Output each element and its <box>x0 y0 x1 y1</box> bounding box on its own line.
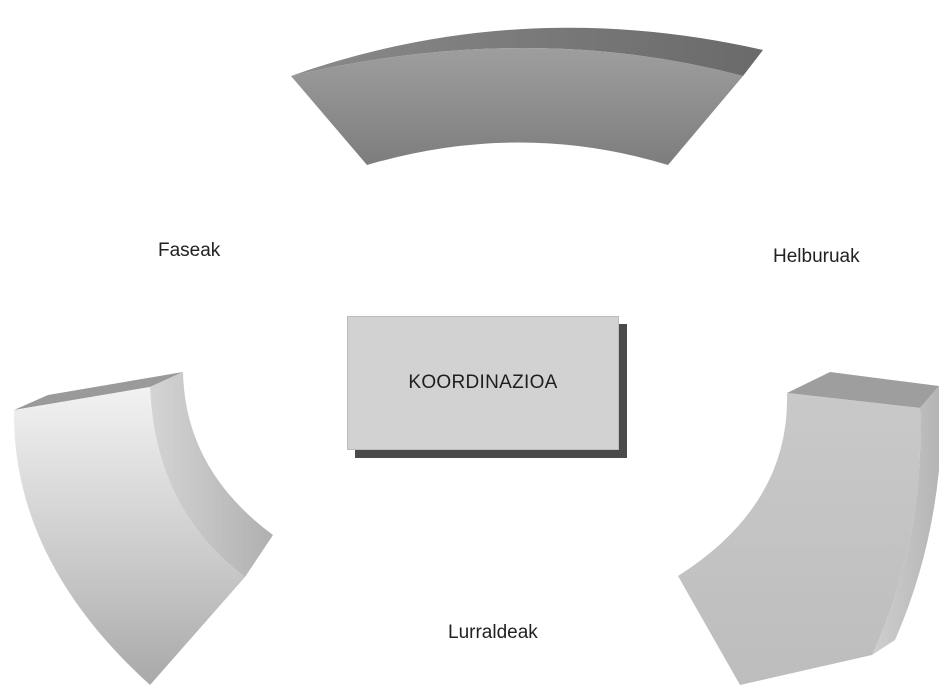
left-segment-front-face <box>13 387 245 685</box>
right-cycle-segment <box>678 372 939 685</box>
right-segment-front-face <box>678 393 921 685</box>
top-cycle-segment <box>291 27 763 165</box>
top-segment-front-face <box>291 48 743 165</box>
segment-label-helburuak: Helburuak <box>773 246 860 267</box>
left-segment-inner-face <box>150 372 273 577</box>
segment-label-faseak: Faseak <box>158 240 221 261</box>
left-segment-top-face <box>14 372 183 410</box>
center-box: KOORDINAZIOA <box>347 316 619 450</box>
right-segment-outer-face <box>872 386 939 655</box>
left-cycle-segment <box>13 372 273 685</box>
top-segment-top-face <box>291 27 763 76</box>
right-segment-top-face <box>787 372 939 408</box>
segment-label-lurraldeak: Lurraldeak <box>448 622 538 643</box>
center-box-label: KOORDINAZIOA <box>408 372 558 393</box>
